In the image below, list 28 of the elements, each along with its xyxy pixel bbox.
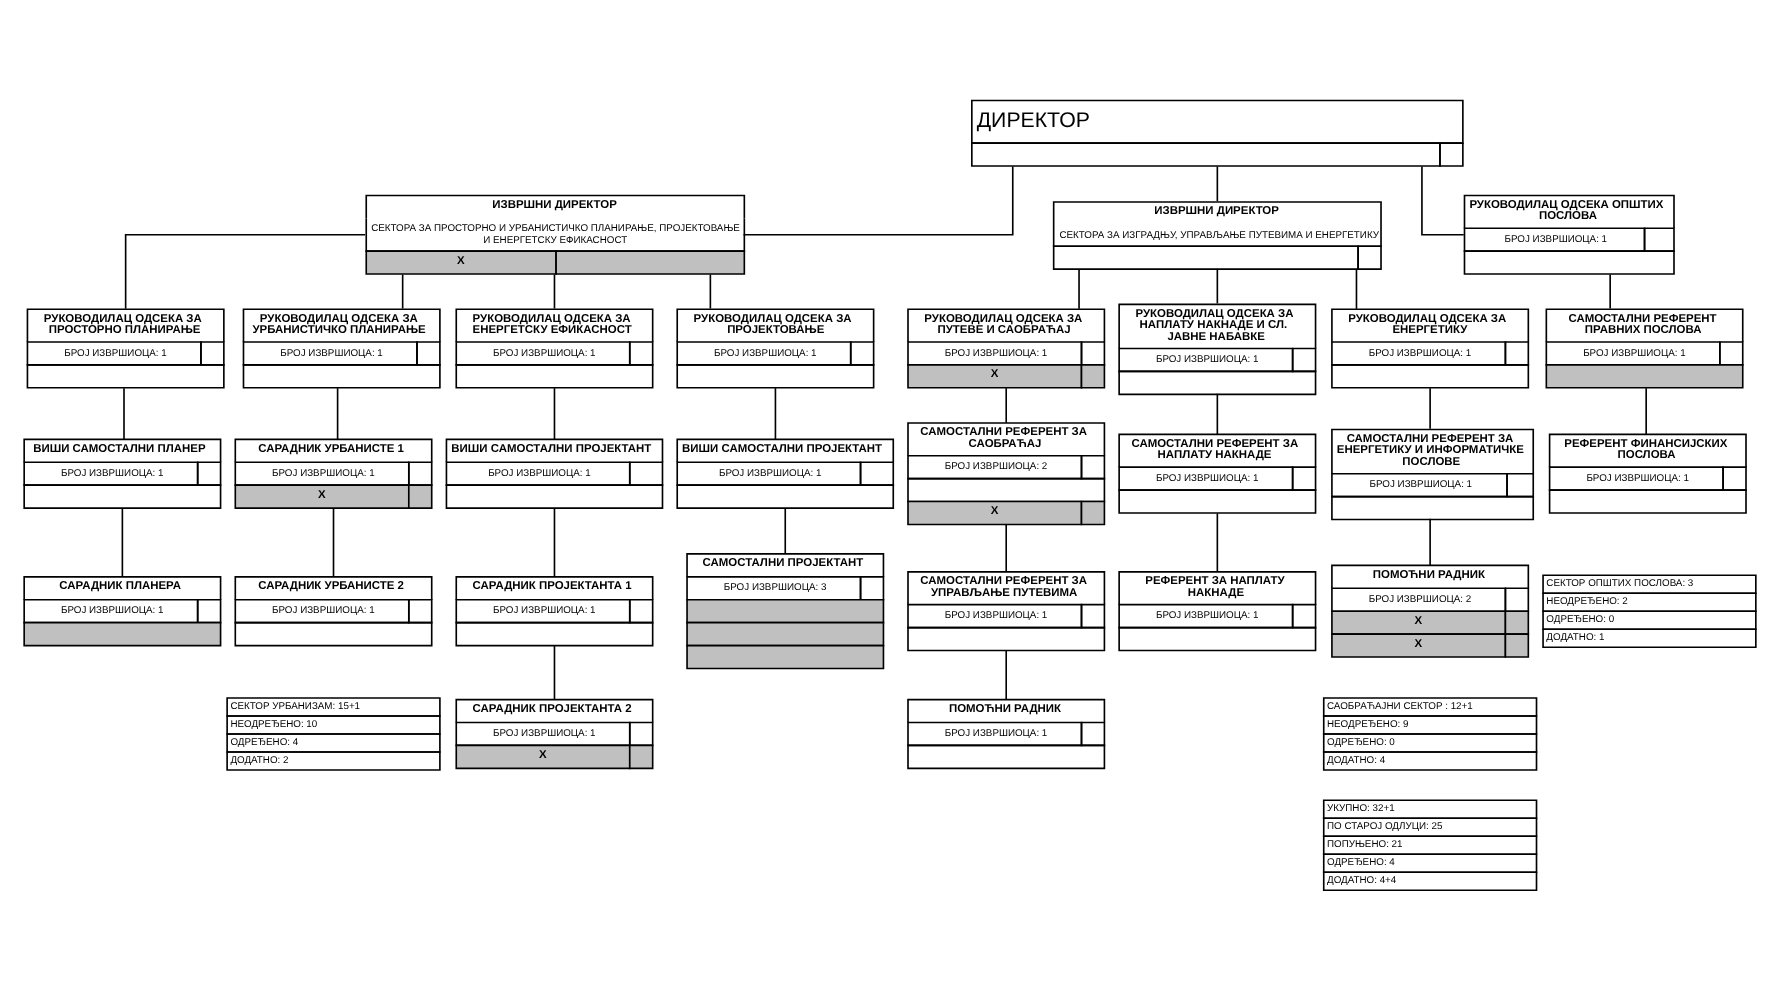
- connector: [553, 506, 556, 577]
- connector: [553, 272, 556, 309]
- connector: [774, 386, 777, 439]
- connector: [401, 272, 404, 309]
- connector: [1429, 386, 1431, 429]
- connector: [1216, 267, 1219, 304]
- connector: [1609, 272, 1611, 309]
- connector: [553, 386, 556, 439]
- connector: [1645, 386, 1647, 435]
- connector: [1078, 267, 1080, 309]
- connector: [709, 272, 712, 309]
- connector: [336, 386, 339, 439]
- connector: [1005, 386, 1008, 423]
- connector: [332, 506, 335, 577]
- connector: [1216, 164, 1219, 201]
- connector: [121, 506, 124, 577]
- connector: [784, 506, 787, 554]
- connector: [1005, 523, 1008, 572]
- connector: [124, 232, 366, 309]
- connector: [553, 644, 556, 700]
- connector: [1429, 516, 1431, 565]
- connector: [1355, 267, 1358, 309]
- connector: [1216, 511, 1219, 572]
- connector: [742, 164, 1014, 235]
- connector: [1216, 391, 1219, 435]
- connector: [1421, 164, 1465, 235]
- connector: [1005, 648, 1008, 700]
- connector: [123, 386, 125, 439]
